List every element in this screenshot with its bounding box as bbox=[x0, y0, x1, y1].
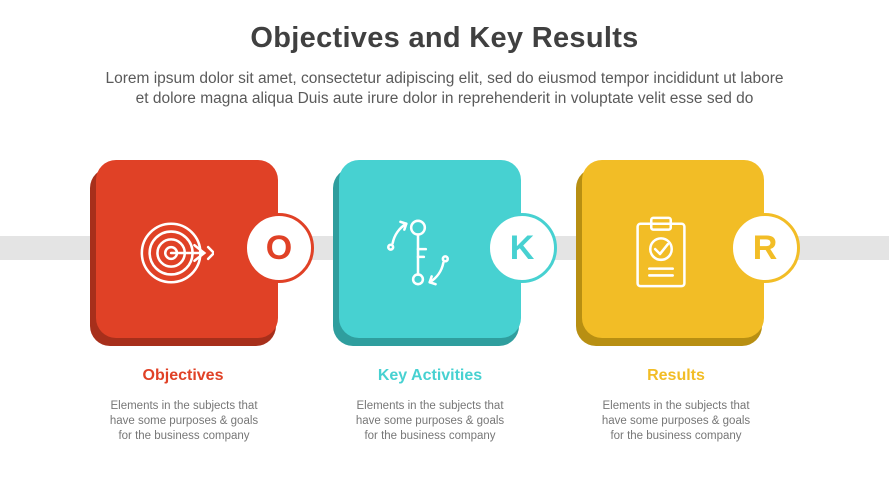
badge-letter: O bbox=[265, 228, 293, 267]
target-icon bbox=[140, 222, 214, 284]
objectives-description: Elements in the subjects that have some … bbox=[84, 399, 284, 444]
results-card: R bbox=[576, 160, 800, 346]
subtitle-line-2: et dolore magna aliqua Duis aute irure d… bbox=[135, 90, 754, 107]
badge-letter: K bbox=[509, 228, 535, 267]
page-title: Objectives and Key Results bbox=[250, 22, 639, 54]
key-activities-description: Elements in the subjects that have some … bbox=[330, 399, 530, 444]
description-line: Elements in the subjects that bbox=[110, 400, 258, 412]
key-activities-card: K bbox=[333, 160, 557, 346]
page-subtitle: Lorem ipsum dolor sit amet, consectetur … bbox=[40, 69, 849, 109]
clipboard-check-icon bbox=[636, 216, 686, 288]
key-icon bbox=[386, 219, 450, 286]
description-line: for the business company bbox=[610, 430, 742, 442]
description-line: Elements in the subjects that bbox=[356, 400, 504, 412]
badge-letter: R bbox=[752, 228, 778, 267]
results-description: Elements in the subjects that have some … bbox=[576, 399, 776, 444]
key-letter-badge: K bbox=[487, 213, 557, 283]
description-line: for the business company bbox=[364, 430, 496, 442]
objectives-card: O bbox=[90, 160, 314, 346]
results-label: Results bbox=[647, 367, 705, 384]
key-activities-label: Key Activities bbox=[377, 367, 483, 384]
description-line: have some purposes & goals bbox=[355, 415, 505, 427]
objectives-label: Objectives bbox=[142, 367, 224, 384]
description-line: Elements in the subjects that bbox=[602, 400, 750, 412]
description-line: for the business company bbox=[118, 430, 250, 442]
subtitle-line-1: Lorem ipsum dolor sit amet, consectetur … bbox=[105, 70, 784, 87]
description-line: have some purposes & goals bbox=[109, 415, 259, 427]
objectives-letter-badge: O bbox=[244, 213, 314, 283]
description-line: have some purposes & goals bbox=[601, 415, 751, 427]
results-letter-badge: R bbox=[730, 213, 800, 283]
